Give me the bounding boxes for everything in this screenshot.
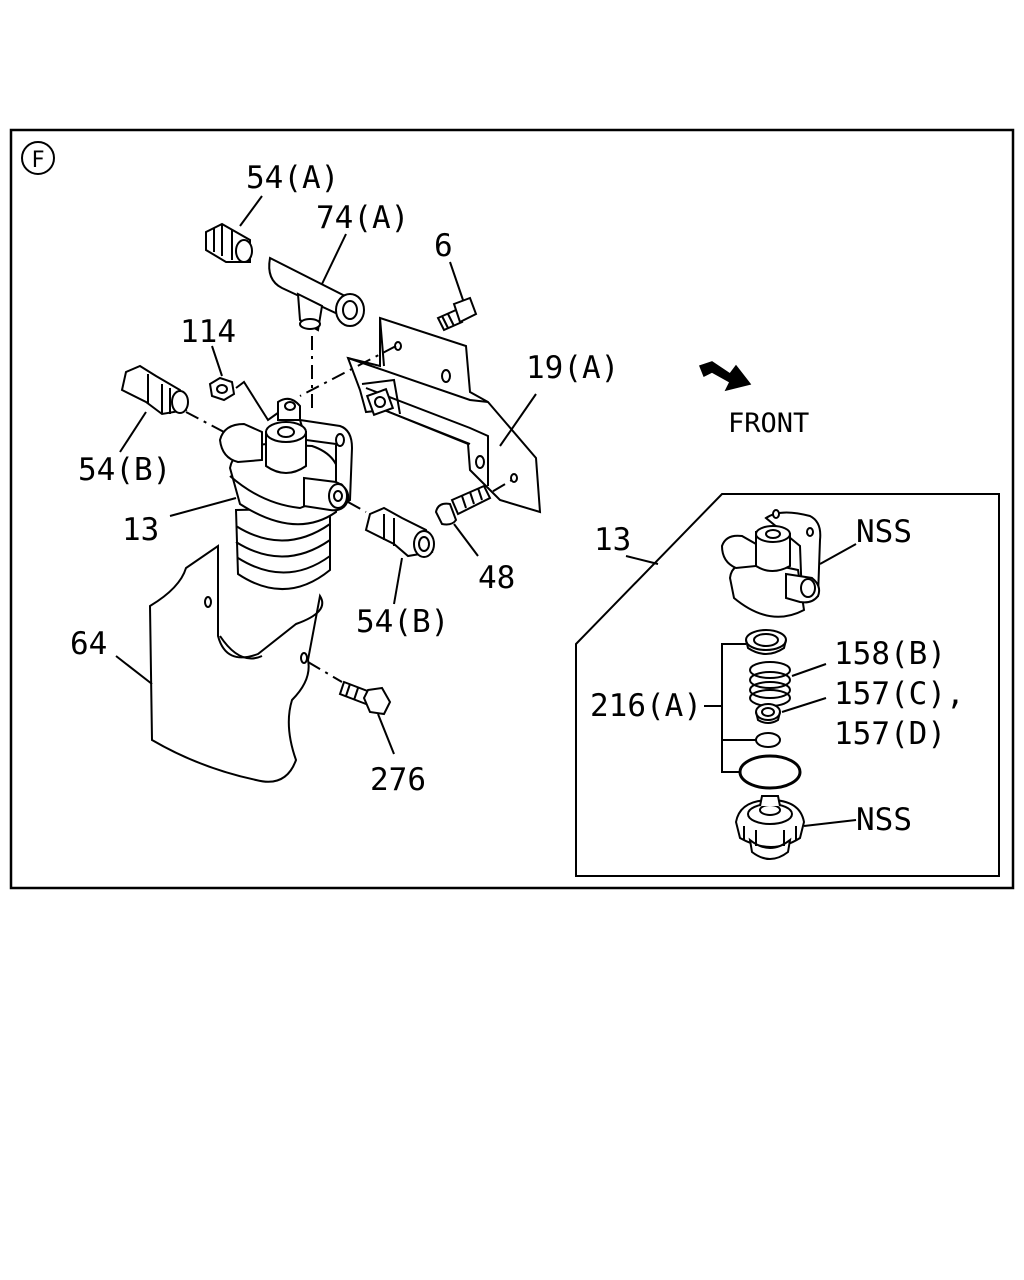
large-o-ring — [738, 754, 802, 790]
label-13-main: 13 — [122, 512, 159, 548]
bolt-6 — [436, 296, 478, 332]
filter-assembly-13 — [218, 397, 354, 591]
inset-frame — [575, 493, 1000, 877]
small-o-ring — [755, 732, 781, 748]
front-direction-label: FRONT — [728, 408, 809, 439]
label-157d: 157(D) — [834, 716, 946, 752]
label-276: 276 — [370, 762, 426, 798]
label-13-inset: 13 — [594, 522, 631, 558]
fitting-54b-bottom — [364, 506, 435, 558]
label-nss-top: NSS — [856, 514, 912, 550]
leader-nss-top — [819, 543, 857, 565]
label-114: 114 — [180, 314, 236, 350]
label-54b-left: 54(B) — [78, 452, 171, 488]
seal-cup — [745, 629, 787, 655]
centerline-114 — [235, 380, 283, 422]
view-marker-letter: F — [31, 148, 44, 173]
view-marker: F — [21, 141, 55, 175]
label-19a: 19(A) — [526, 350, 619, 386]
leader-48 — [453, 523, 479, 557]
fitting-54a — [205, 222, 253, 263]
leader-158b — [791, 663, 827, 677]
leader-13-inset — [625, 555, 659, 565]
leader-54a — [239, 195, 263, 227]
leader-157 — [781, 697, 827, 713]
centerline-276 — [307, 661, 343, 683]
label-74a: 74(A) — [316, 200, 409, 236]
bracket-19a — [346, 316, 542, 514]
fitting-54b-left — [120, 364, 189, 416]
bolt-276 — [338, 680, 392, 716]
centerline-54b-left — [185, 411, 225, 433]
label-158b: 158(B) — [834, 636, 946, 672]
leader-6 — [449, 261, 464, 301]
diagram-frame — [9, 128, 1015, 890]
shield-64 — [148, 544, 324, 783]
bowl-base-nss — [734, 795, 806, 860]
leader-64 — [115, 655, 153, 685]
tee-74a — [268, 256, 365, 332]
leader-54b-bottom — [393, 557, 403, 605]
label-64: 64 — [70, 626, 107, 662]
label-48: 48 — [478, 560, 515, 596]
bolt-48 — [434, 484, 492, 526]
spring-158b — [749, 661, 791, 707]
front-arrow-icon — [699, 361, 752, 392]
label-216a: 216(A) — [590, 688, 702, 724]
centerline-54b-bottom — [347, 501, 367, 513]
leader-276 — [377, 713, 395, 755]
label-157c: 157(C), — [834, 676, 965, 712]
kit-bracket-216a — [721, 643, 756, 773]
filter-head-nss — [720, 509, 822, 618]
nut-114 — [208, 376, 236, 402]
centerline-bolt6 — [299, 345, 397, 397]
label-6: 6 — [434, 228, 453, 264]
leader-nss-bottom — [803, 819, 857, 827]
leader-114 — [211, 345, 223, 377]
leader-54b-left — [119, 411, 147, 453]
valve-157 — [755, 703, 781, 724]
label-54b-bottom: 54(B) — [356, 604, 449, 640]
leader-19a — [499, 393, 537, 447]
label-nss-bottom: NSS — [856, 802, 912, 838]
leader-13-main — [169, 497, 237, 517]
label-54a: 54(A) — [246, 160, 339, 196]
leader-74a — [321, 233, 347, 285]
